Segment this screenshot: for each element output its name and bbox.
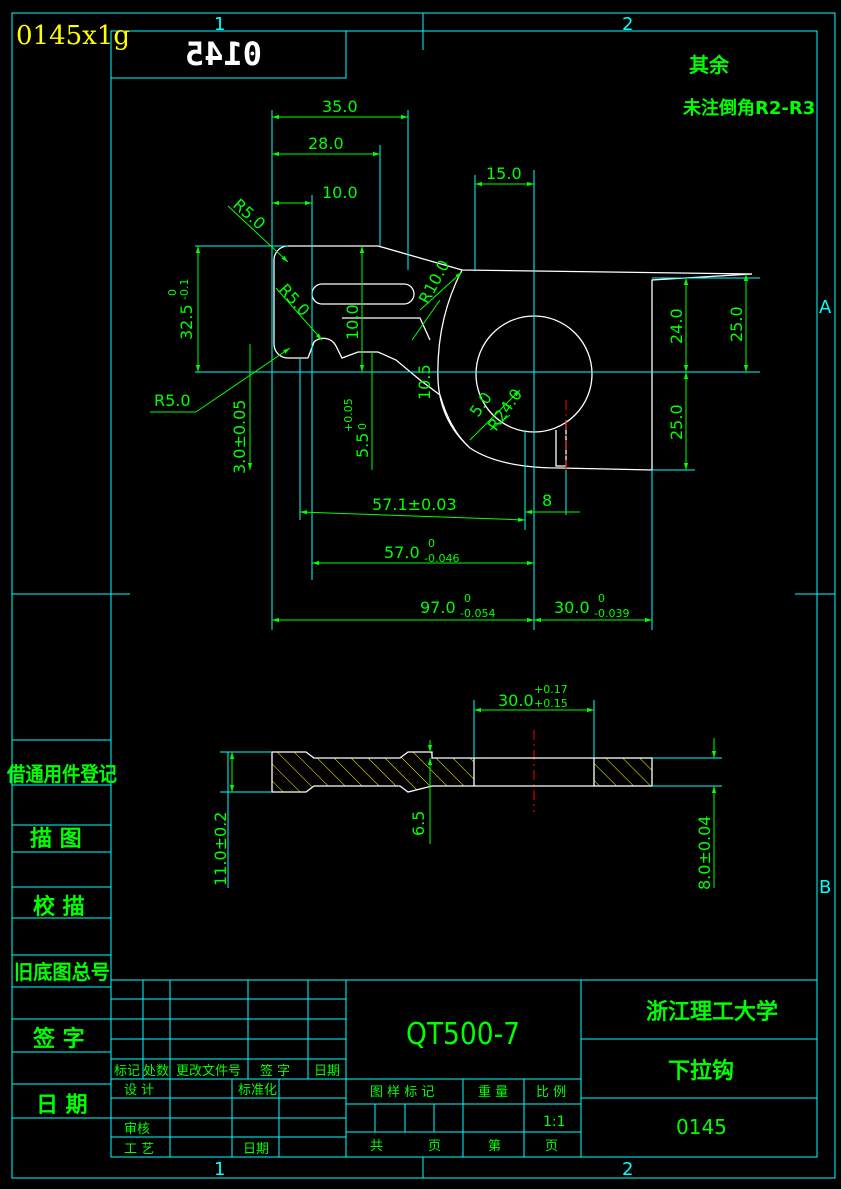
drawing-number: 0145 [676, 1115, 727, 1139]
hdr-signature: 签 字 [260, 1063, 290, 1079]
dim-10-0: 10.0 [343, 304, 362, 340]
hdr-review: 审核 [124, 1122, 150, 1137]
dim-5-5-tol-up: +0.05 [342, 398, 355, 432]
title-block-texts: QT500-7 浙江理工大学 下拉钩 0145 标记 处数 更改文件号 签 字 … [114, 999, 778, 1157]
part-name: 下拉钩 [668, 1058, 734, 1084]
grid-marker-a: A [819, 297, 832, 318]
side-label-drawing: 描 图 [30, 827, 82, 852]
side-labels: 借通用件登记 描 图 校 描 旧底图总号 签 字 日 期 [6, 762, 117, 1118]
dim-6-5: 6.5 [409, 811, 428, 836]
hdr-scale: 比 例 [536, 1085, 566, 1100]
dim-28: 28.0 [308, 134, 344, 153]
hdr-process: 工 艺 [124, 1142, 154, 1157]
hdr-count: 处数 [143, 1064, 169, 1079]
dim-r5-left: R5.0 [154, 391, 191, 410]
dim-r5-mid: R5.0 [275, 280, 314, 320]
dim-5-5-tol-low: 0 [356, 423, 369, 430]
dim-15: 15.0 [486, 164, 522, 183]
grid-markers: 1 2 1 2 A B [214, 14, 832, 1180]
dim-32-5-tol-low: -0.1 [178, 279, 191, 300]
grid-marker-top-1: 1 [214, 14, 225, 35]
dim-r5-top: R5.0 [229, 195, 269, 234]
dim-30-sec-tol-up: +0.17 [534, 683, 568, 696]
centre-lines [533, 400, 567, 812]
dim-97-0: 97.0 [420, 598, 456, 617]
material: QT500-7 [406, 1017, 520, 1052]
note-line2: 未注倒角R2-R3 [683, 97, 815, 119]
dim-30-0-tol-up: 0 [598, 592, 605, 605]
grid-marker-bottom-1: 1 [214, 1159, 225, 1180]
dim-3-0: 3.0±0.05 [230, 400, 249, 474]
hdr-total: 共 [370, 1139, 383, 1154]
side-label-signature: 签 字 [32, 1026, 85, 1052]
hdr-date2: 日期 [243, 1142, 269, 1157]
note-line1: 其余 [689, 53, 730, 77]
part-outline [273, 245, 753, 471]
school-name: 浙江理工大学 [646, 999, 778, 1025]
dim-97-0-tol-up: 0 [464, 592, 471, 605]
extension-lines [195, 110, 760, 630]
section-view: 30.0 +0.17 +0.15 11.0±0.2 6.5 8.0±0.04 [211, 683, 722, 890]
grid-marker-bottom-2: 2 [622, 1159, 633, 1180]
dim-32-5: 32.5 [177, 304, 196, 340]
dim-57-1: 57.1±0.03 [372, 495, 457, 514]
title-block [111, 979, 817, 1157]
dim-25-right: 25.0 [727, 306, 746, 342]
dim-10-5: 10.5 [415, 364, 434, 400]
dimension-texts: 35.0 28.0 10.0 15.0 R5.0 R5.0 R5.0 R10.0… [154, 97, 746, 620]
dim-r10: R10.0 [415, 257, 454, 307]
hdr-design: 设 计 [124, 1083, 154, 1098]
grid-marker-top-2: 2 [622, 14, 633, 35]
dim-32-5-tol-up: 0 [166, 289, 179, 296]
dim-8: 8 [542, 491, 552, 510]
dim-11: 11.0±0.2 [211, 812, 230, 886]
drawing-frame [11, 12, 836, 1179]
dim-24: 24.0 [667, 308, 686, 344]
dim-30-sec: 30.0 [498, 691, 534, 710]
dim-30-0: 30.0 [554, 598, 590, 617]
side-label-checking: 校 描 [33, 894, 85, 920]
corner-label: 0145x1g [16, 21, 130, 51]
hdr-date: 日期 [314, 1064, 340, 1079]
dim-r24: R24.0 [484, 385, 526, 434]
side-label-old-drawing-no: 旧底图总号 [14, 960, 110, 984]
hdr-page: 页 [428, 1139, 441, 1154]
scale-value: 1:1 [543, 1114, 566, 1130]
dim-30-sec-tol-low: +0.15 [534, 697, 568, 710]
dim-57-0-tol-low: -0.046 [424, 552, 459, 565]
side-label-date: 日 期 [36, 1093, 88, 1118]
dim-35: 35.0 [322, 97, 358, 116]
hdr-weight: 重 量 [478, 1084, 508, 1100]
side-label-registration: 借通用件登记 [6, 762, 117, 786]
dim-8-04: 8.0±0.04 [695, 816, 714, 890]
dim-30-0-tol-low: -0.039 [594, 607, 629, 620]
grid-marker-b: B [819, 877, 831, 898]
dimension-lines [150, 114, 749, 623]
hdr-change-doc: 更改文件号 [176, 1064, 241, 1079]
hdr-standardize: 标准化 [238, 1083, 277, 1098]
dim-10: 10.0 [322, 183, 358, 202]
hdr-stage-mark: 图 样 标 记 [370, 1085, 434, 1100]
dim-5-5: 5.5 [353, 433, 372, 458]
hdr-page2: 页 [545, 1139, 558, 1154]
hdr-mark: 标记 [114, 1064, 140, 1079]
dim-25-lower: 25.0 [667, 404, 686, 440]
hdr-sheet: 第 [488, 1139, 501, 1154]
mirrored-code: 0145 [185, 35, 262, 73]
dim-97-0-tol-low: -0.054 [460, 607, 495, 620]
dim-57-0-tol-up: 0 [428, 537, 435, 550]
dim-57-0: 57.0 [384, 543, 420, 562]
